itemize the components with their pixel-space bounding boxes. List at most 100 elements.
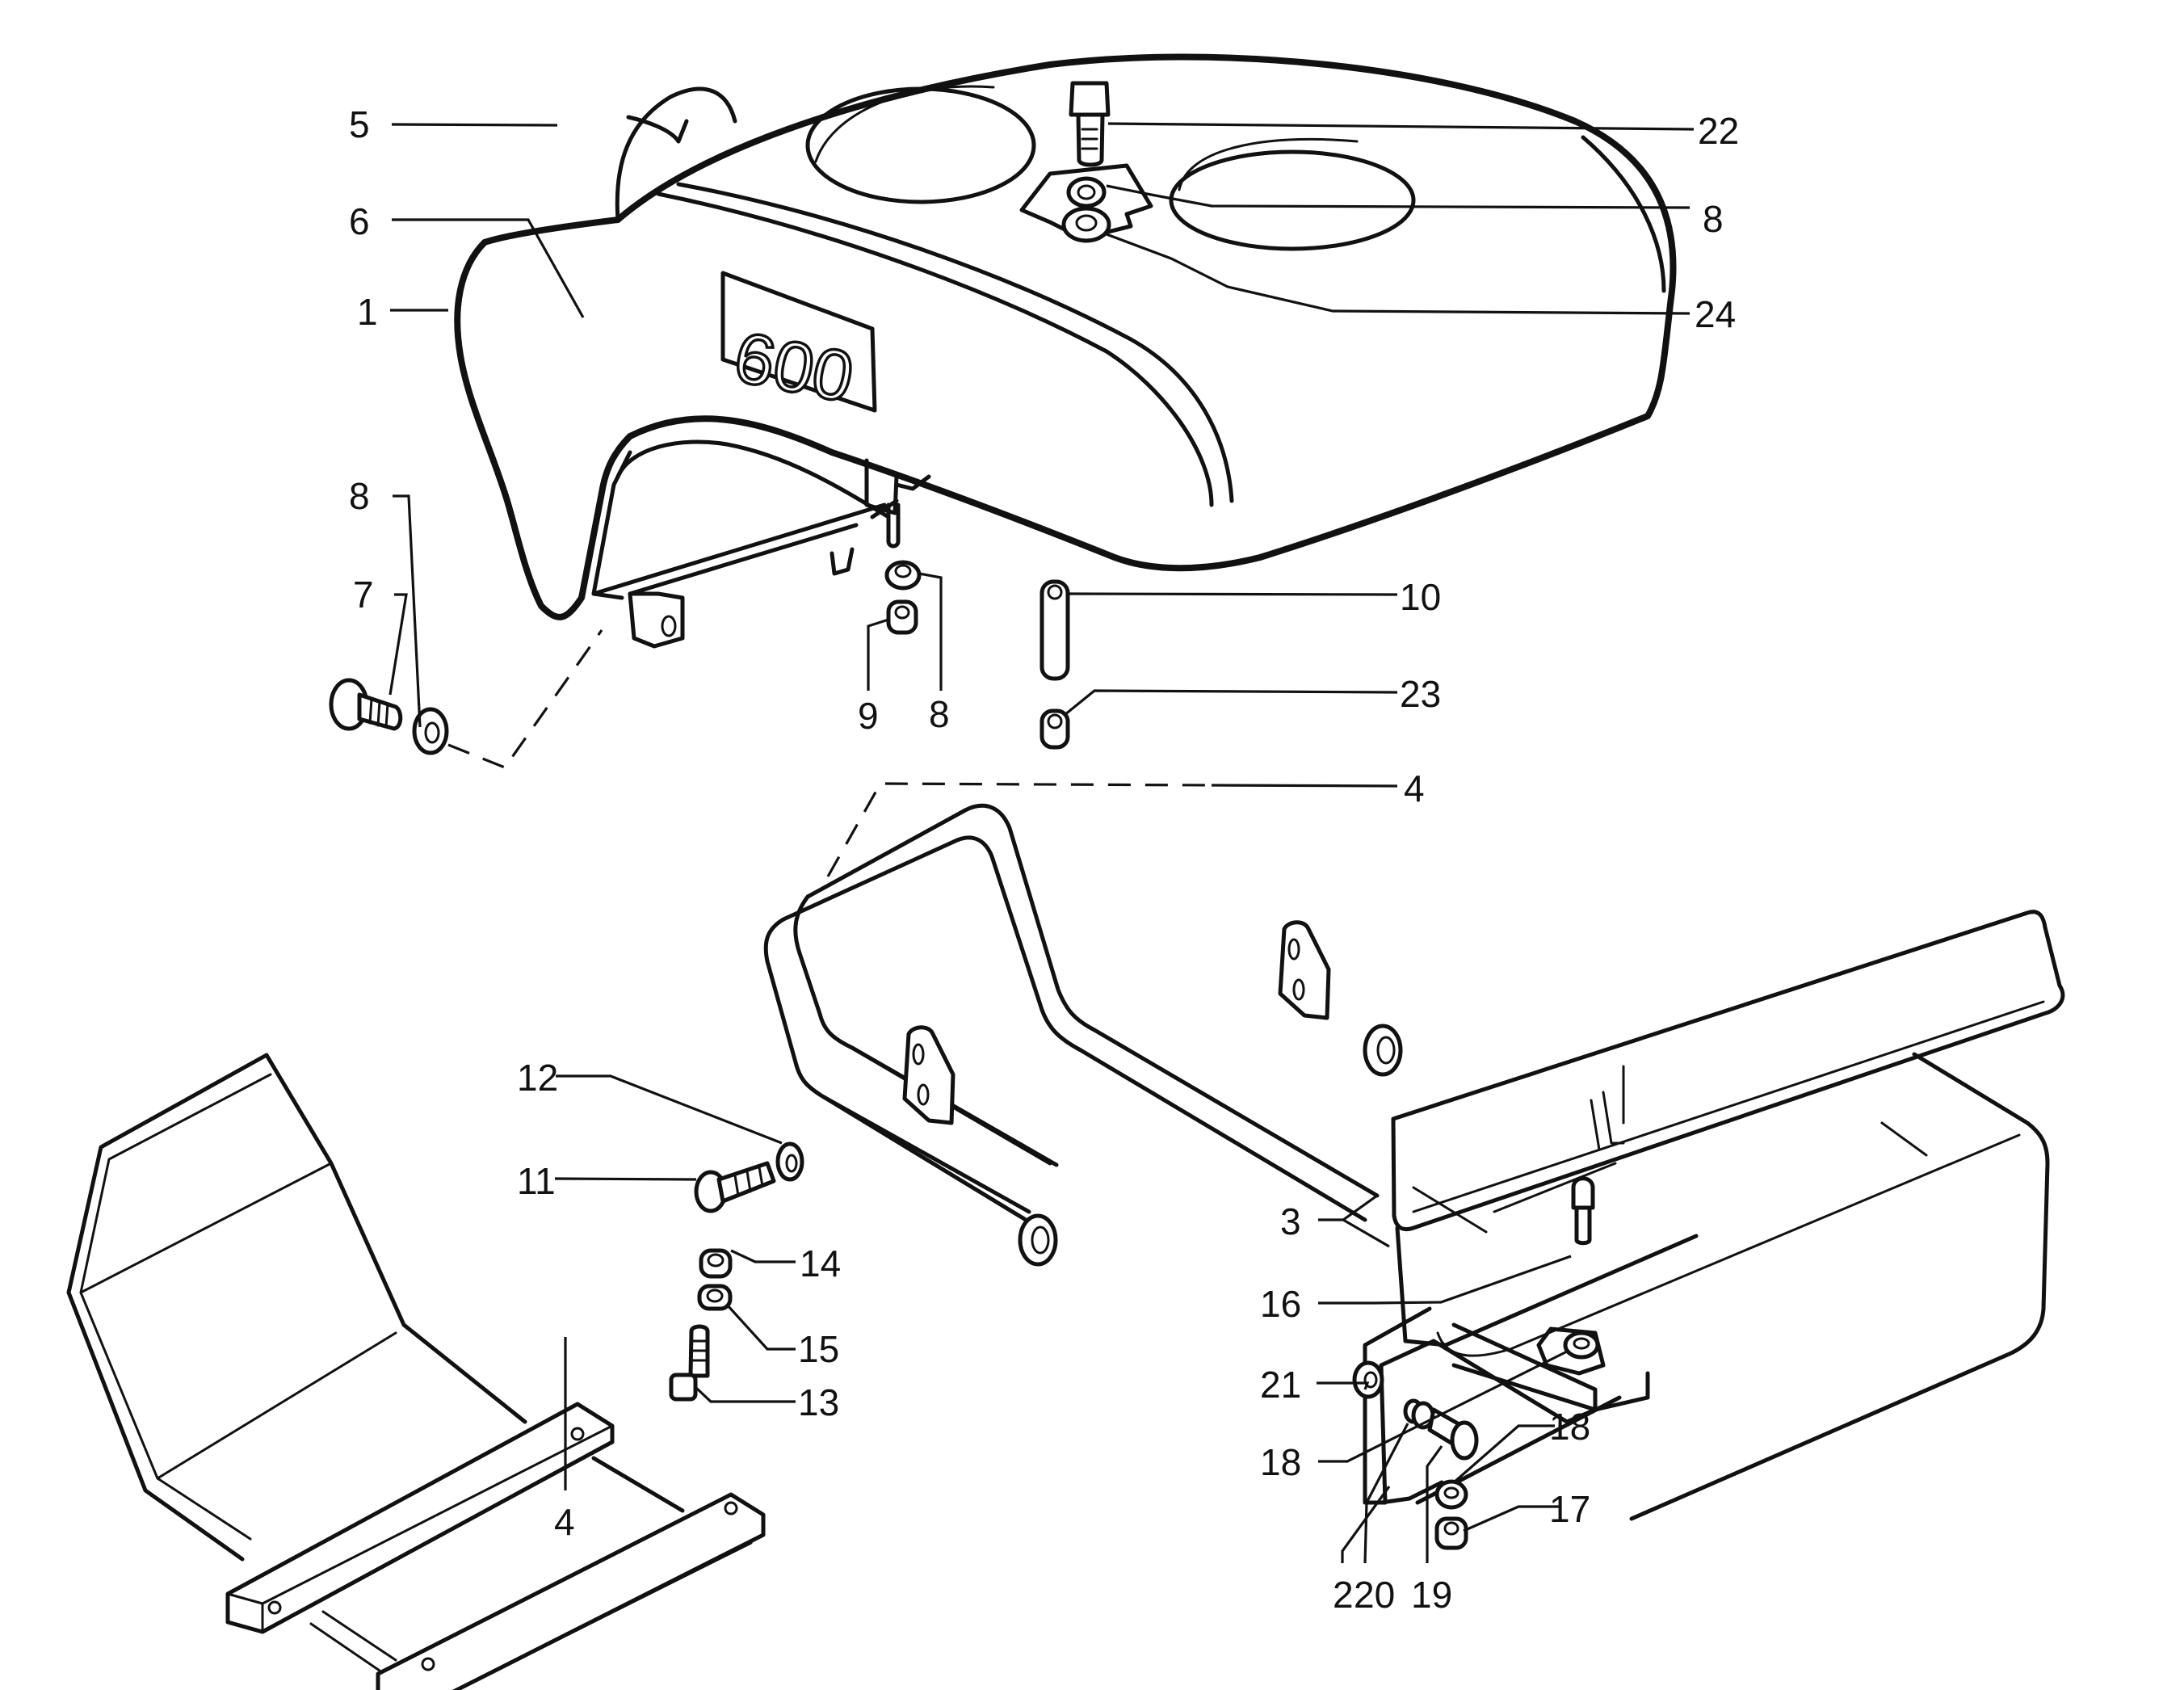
callout-2: 2 xyxy=(1333,1574,1354,1616)
callout-13: 13 xyxy=(798,1381,839,1423)
tank-mount-tab-hole xyxy=(661,615,677,637)
bolt-7 xyxy=(329,678,403,731)
leader-18-left xyxy=(1318,1350,1568,1463)
grommet-24 xyxy=(1061,206,1111,243)
bolt-13-thread xyxy=(691,1339,708,1362)
tool-box-lid-lip xyxy=(1412,1000,2045,1213)
washer-18-right-hole xyxy=(1443,1486,1460,1499)
callout-18-right: 18 xyxy=(1549,1406,1590,1448)
crash-bar-end-left-hole xyxy=(1031,1225,1050,1255)
nut-23 xyxy=(1040,708,1070,750)
leader-6 xyxy=(392,218,585,318)
crash-bar-outer xyxy=(793,803,1380,1198)
badge-text: 600 xyxy=(728,316,859,417)
leader-20 xyxy=(1363,1423,1409,1564)
leader-23 xyxy=(1063,689,1398,717)
tank-tunnel-inner xyxy=(591,450,632,596)
tank-filler-rim-right xyxy=(1178,138,1359,191)
leader-5 xyxy=(391,123,558,127)
tank-front-curve xyxy=(481,217,621,246)
assembly-dashed-line xyxy=(447,629,603,769)
skid-plate-fold-2 xyxy=(156,1331,397,1480)
spacer-10-body xyxy=(1040,579,1070,681)
skid-plate-rail-1-edge xyxy=(226,1424,614,1633)
knee-pad-fold xyxy=(626,115,689,144)
nut-21 xyxy=(1352,1360,1384,1399)
leader-8-top xyxy=(1106,184,1690,209)
nut-21-body xyxy=(1352,1360,1384,1399)
callout-5: 5 xyxy=(349,103,370,145)
nut-14 xyxy=(699,1248,733,1279)
washer-15-hole xyxy=(706,1289,724,1303)
crash-bar-end-right-hole xyxy=(1376,1036,1396,1065)
washer-12 xyxy=(775,1141,804,1182)
bolt-19-head xyxy=(1450,1420,1479,1461)
leader-13 xyxy=(695,1386,796,1403)
callout-9: 9 xyxy=(858,695,879,737)
washer-8-top xyxy=(1066,176,1107,208)
leader-16 xyxy=(1318,1255,1572,1305)
leader-14 xyxy=(730,1249,796,1263)
nut-14-hole xyxy=(707,1253,724,1268)
bolt-13 xyxy=(669,1324,710,1402)
tank-filler-opening-left xyxy=(805,86,1036,204)
leader-8-left xyxy=(393,494,422,728)
nut-21-hole xyxy=(1363,1371,1378,1389)
spacer-10 xyxy=(1040,579,1070,681)
callout-12: 12 xyxy=(517,1057,558,1099)
callout-15: 15 xyxy=(798,1328,839,1370)
leader-2 xyxy=(1341,1486,1391,1563)
callout-21: 21 xyxy=(1260,1364,1301,1406)
leader-10 xyxy=(1067,592,1398,596)
skid-plate-fold-1 xyxy=(79,1162,333,1294)
leader-lines xyxy=(388,122,1695,1564)
leader-22 xyxy=(1107,122,1695,131)
nut-9 xyxy=(886,599,918,635)
bolt-11-shank xyxy=(716,1161,776,1204)
leader-19 xyxy=(1426,1445,1443,1563)
washer-8-top-hole xyxy=(1077,184,1096,200)
crash-bar-tab-left xyxy=(902,1025,956,1125)
bolt-16-shank xyxy=(1574,1205,1592,1246)
leader-3 xyxy=(1318,1194,1390,1248)
bolt-11 xyxy=(694,1161,776,1213)
crash-bar-inner xyxy=(763,835,1367,1222)
spacer-10-hole xyxy=(1047,584,1063,600)
callout-14: 14 xyxy=(800,1242,841,1284)
crash-bar-end-right xyxy=(1363,1024,1403,1077)
nut-17-hole xyxy=(1443,1521,1460,1536)
leader-9 xyxy=(867,618,889,691)
leader-4-crash-bar-tail xyxy=(1211,784,1398,788)
grommet-24-hole xyxy=(1075,214,1098,232)
crash-bar xyxy=(763,803,1403,1267)
washer-18-box xyxy=(1563,1331,1600,1360)
washer-12-hole xyxy=(785,1154,798,1173)
skid-plate-rail-2-hole-2 xyxy=(724,1501,738,1516)
callout-8-left: 8 xyxy=(349,475,370,517)
crash-bar-tab-left-hole-1 xyxy=(912,1043,925,1066)
skid-plate-rail-1 xyxy=(225,1402,615,1634)
badge-plate xyxy=(720,271,877,413)
leader-17 xyxy=(1463,1505,1559,1532)
callout-22: 22 xyxy=(1698,110,1739,152)
skid-plate-rail-1-hole-1 xyxy=(267,1600,282,1615)
skid-plate-rail-2 xyxy=(376,1492,766,1690)
skid-plate-rail-2-hole-1 xyxy=(421,1657,435,1671)
washer-8-left-hole xyxy=(424,721,440,744)
callout-4-skid: 4 xyxy=(554,1501,575,1543)
skid-plate-floor-strip xyxy=(309,1610,397,1672)
nut-23-hole xyxy=(1047,713,1063,729)
leader-21 xyxy=(1317,1381,1370,1390)
callout-24: 24 xyxy=(1695,293,1736,335)
crash-bar-end-left xyxy=(1018,1213,1058,1267)
callout-3: 3 xyxy=(1280,1200,1301,1242)
skid-plate-floor-edge xyxy=(591,1456,685,1513)
tank-filler-opening-right xyxy=(1169,149,1416,251)
tank-mount-tab-2 xyxy=(830,547,855,576)
tool-box-lid xyxy=(1391,910,2065,1232)
tool-box-lid-hinge xyxy=(1590,1091,1625,1151)
tank-filler-rim-left xyxy=(814,85,995,163)
callout-4-crash-bar: 4 xyxy=(1404,767,1425,809)
callout-8-top: 8 xyxy=(1703,198,1724,240)
